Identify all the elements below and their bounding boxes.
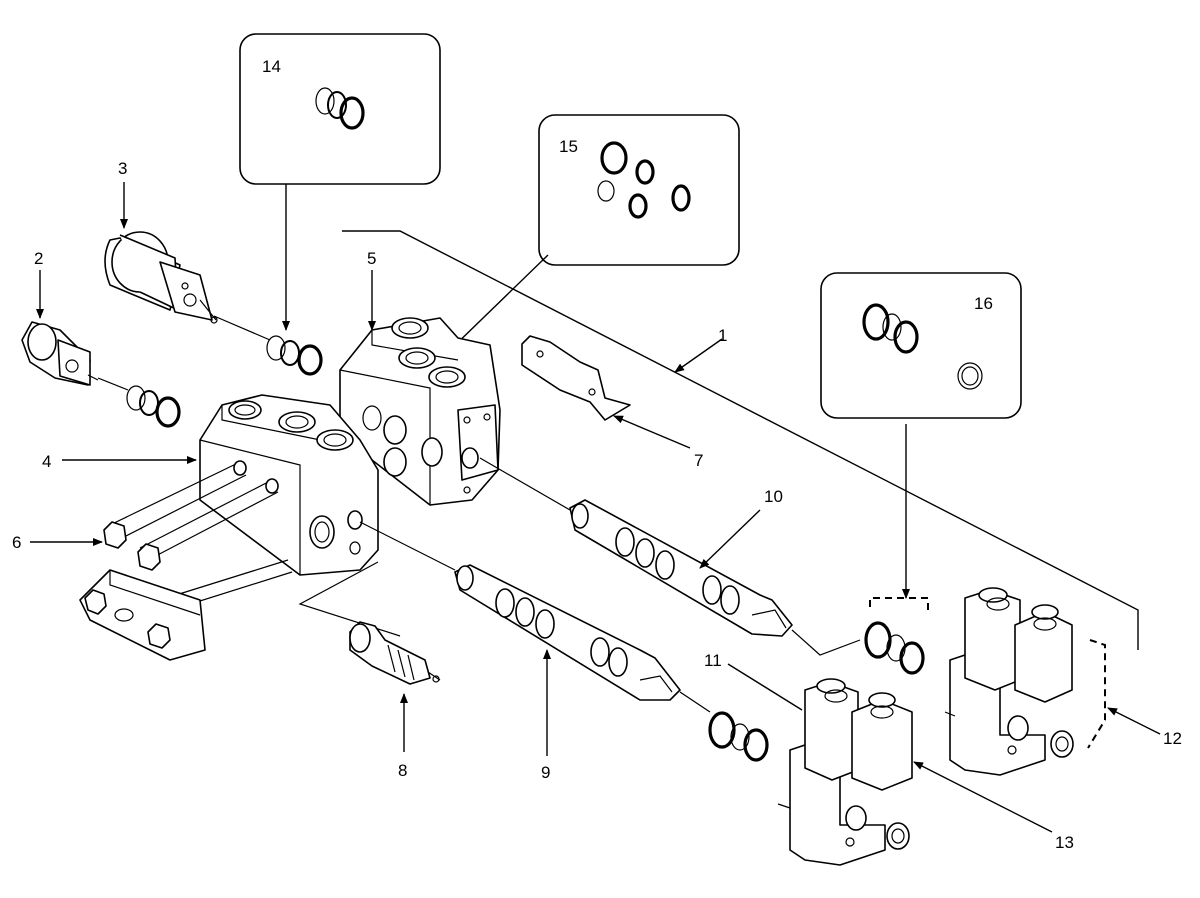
leader-7 (613, 415, 691, 449)
spool-10 (569, 499, 793, 637)
seal-set-motor (266, 335, 323, 376)
seal-set-solenoid-12 (864, 621, 925, 675)
callout-6: 6 (12, 533, 21, 552)
mounting-plate-7 (521, 335, 631, 421)
callout-5: 5 (367, 249, 376, 268)
seal-kit-14-rings (315, 87, 365, 130)
leader-10 (699, 509, 761, 569)
callout-2: 2 (34, 249, 43, 268)
callout-12: 12 (1163, 729, 1182, 748)
spool-9-axis-out (679, 691, 711, 713)
callout-9: 9 (541, 763, 550, 782)
callout-7: 7 (694, 451, 703, 470)
valve-body-5 (339, 317, 501, 506)
spool-10-axis-out (791, 629, 861, 656)
seal-set-solenoid-13 (708, 711, 769, 762)
kit-box-14 (239, 33, 441, 185)
callout-8: 8 (398, 761, 407, 780)
solenoid-valve-12 (944, 587, 1074, 776)
valve-body-4 (199, 394, 379, 576)
leader-11 (727, 663, 803, 711)
callout-16: 16 (974, 294, 993, 313)
callout-13: 13 (1055, 833, 1074, 852)
callout-10: 10 (764, 487, 783, 506)
seal-kit-16-rings (862, 303, 983, 390)
tie-rod-set-6 (103, 460, 293, 613)
solenoid-valve-13 (777, 678, 913, 866)
callout-3: 3 (118, 159, 127, 178)
relief-valve-8 (349, 621, 441, 685)
solenoid-12-bracket (1087, 639, 1106, 749)
seal-set-pump (126, 385, 181, 428)
spool-9 (454, 564, 681, 701)
mounting-bracket (79, 569, 206, 661)
motor-3 (104, 231, 218, 324)
seal-kit-15-rings (597, 141, 691, 219)
shaft-line-pump (97, 377, 129, 391)
callout-4: 4 (42, 452, 51, 471)
spool-axis-9 (359, 521, 456, 571)
callout-15: 15 (559, 137, 578, 156)
leader-1 (674, 338, 723, 373)
assembly-bracket-1 (342, 230, 1139, 650)
callout-14: 14 (262, 57, 281, 76)
callout-1: 1 (718, 326, 727, 345)
shaft-line-motor (213, 315, 271, 341)
spool-axis-10 (479, 457, 571, 511)
leader-13 (913, 761, 1053, 833)
kit-box-16 (820, 272, 1022, 419)
leader-12 (1107, 707, 1161, 735)
pump-2 (21, 321, 99, 386)
callout-11: 11 (704, 651, 722, 670)
kit-box-15 (538, 114, 740, 266)
kit-16-bracket (869, 597, 929, 615)
